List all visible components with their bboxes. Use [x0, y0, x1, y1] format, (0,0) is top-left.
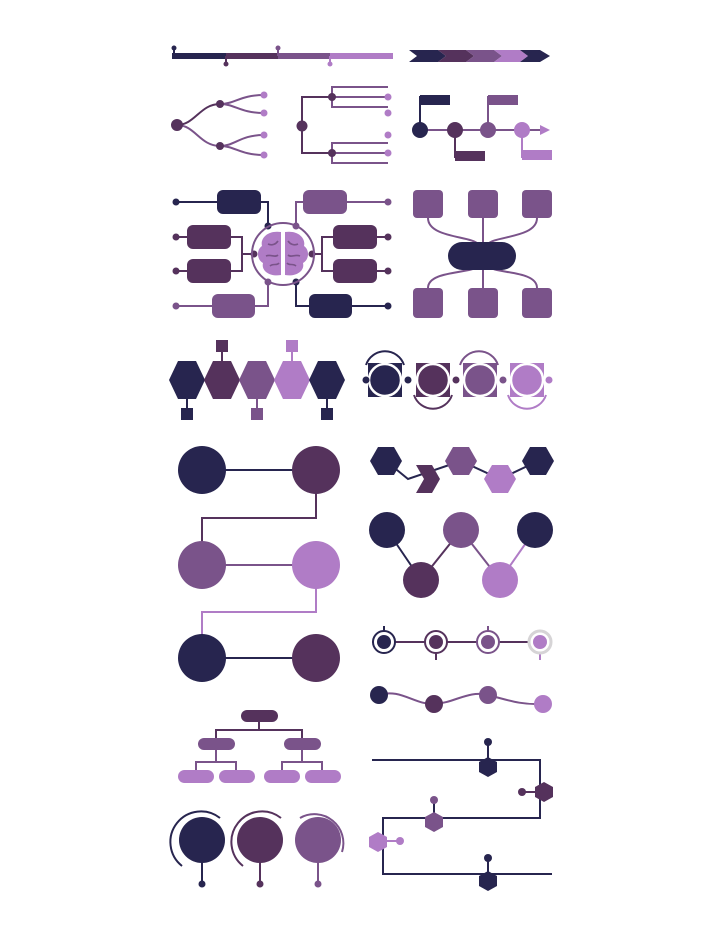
target-dot-timeline [372, 626, 553, 660]
branching-tree-diagram [171, 91, 268, 159]
circle-square-chain [362, 350, 553, 410]
brain-icon [257, 231, 309, 276]
wavy-dot-timeline [370, 686, 552, 713]
segmented-timeline-bar [171, 45, 393, 67]
hexagon-zigzag-chain [370, 447, 554, 493]
brain-mind-map [172, 190, 392, 318]
hub-connector-diagram [413, 190, 552, 318]
stepped-flag-timeline [412, 95, 552, 161]
org-chart [178, 710, 341, 783]
chevron-arrow-bar [409, 50, 550, 62]
hexagon-branch-timeline [369, 738, 553, 891]
hexagon-chain [169, 340, 345, 420]
zigzag-circle-flow [178, 446, 340, 682]
v-circle-network [369, 512, 553, 598]
circle-arc-trio [169, 810, 345, 888]
bracket-tree-diagram [296, 86, 392, 164]
